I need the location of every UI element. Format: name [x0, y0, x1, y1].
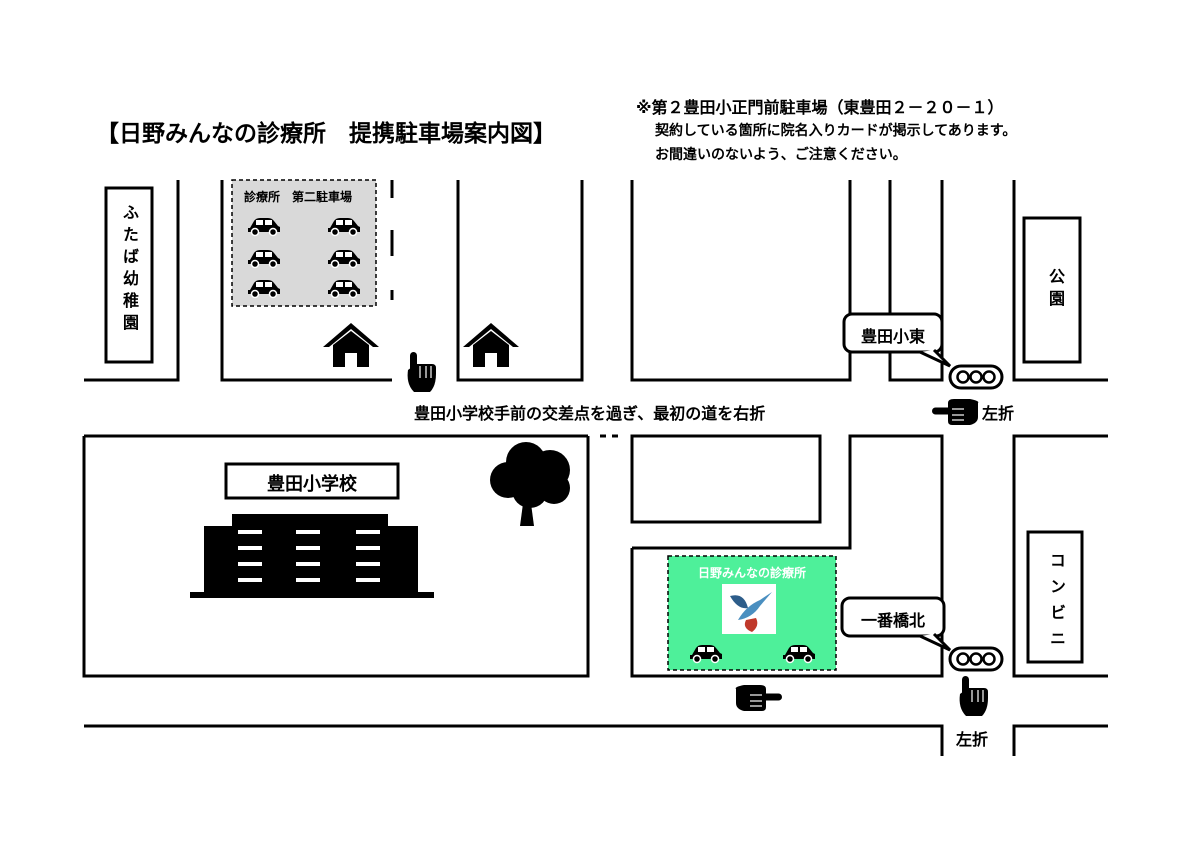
hand-pointer-icon — [735, 684, 783, 712]
convenience-sign — [1026, 530, 1084, 664]
park-label: 公園 — [1046, 268, 1065, 312]
parking-note-detail: 契約している箇所に院名入りカードが掲示してあります。 — [655, 123, 1017, 139]
kindergarten-label: ふたば幼稚園 — [120, 204, 139, 336]
road-lines — [82, 180, 1108, 756]
hand-pointer-icon — [958, 675, 989, 717]
school-building-icon — [190, 514, 434, 598]
turn-left-label: 左折 — [982, 404, 1015, 423]
school-label: 豊田小学校 — [267, 474, 357, 495]
page-title: 【日野みんなの診療所 提携駐車場案内図】 — [96, 121, 556, 147]
traffic-light-icon — [948, 364, 1004, 390]
intersection-north-callout — [840, 596, 952, 652]
parking-note-caution: お間違いのないよう、ご注意ください。 — [655, 147, 907, 163]
traffic-light-icon — [948, 646, 1004, 672]
house-icon — [463, 323, 519, 367]
kindergarten-sign — [104, 186, 154, 364]
convenience-label: コンビニ — [1047, 552, 1066, 656]
tree-icon — [490, 442, 570, 526]
bird-logo-icon — [722, 584, 776, 634]
intersection-north-label: 一番橋北 — [860, 611, 925, 630]
hand-pointer-icon — [931, 398, 979, 426]
house-icon — [323, 323, 379, 367]
parking2-label: 診療所 第二駐車場 — [244, 190, 353, 204]
hand-pointer-icon — [407, 351, 437, 393]
parking-note: ※第２豊田小正門前駐車場（東豊田２－２０－１） — [636, 98, 1004, 117]
intersection-east-callout — [842, 312, 952, 368]
clinic-label: 日野みんなの診療所 — [697, 566, 806, 580]
turn-left-label-bottom: 左折 — [956, 730, 989, 749]
school-sign — [224, 462, 400, 500]
route-instruction: 豊田小学校手前の交差点を過ぎ、最初の道を右折 — [414, 404, 766, 423]
intersection-east-label: 豊田小東 — [860, 327, 925, 346]
park-sign — [1022, 216, 1082, 364]
